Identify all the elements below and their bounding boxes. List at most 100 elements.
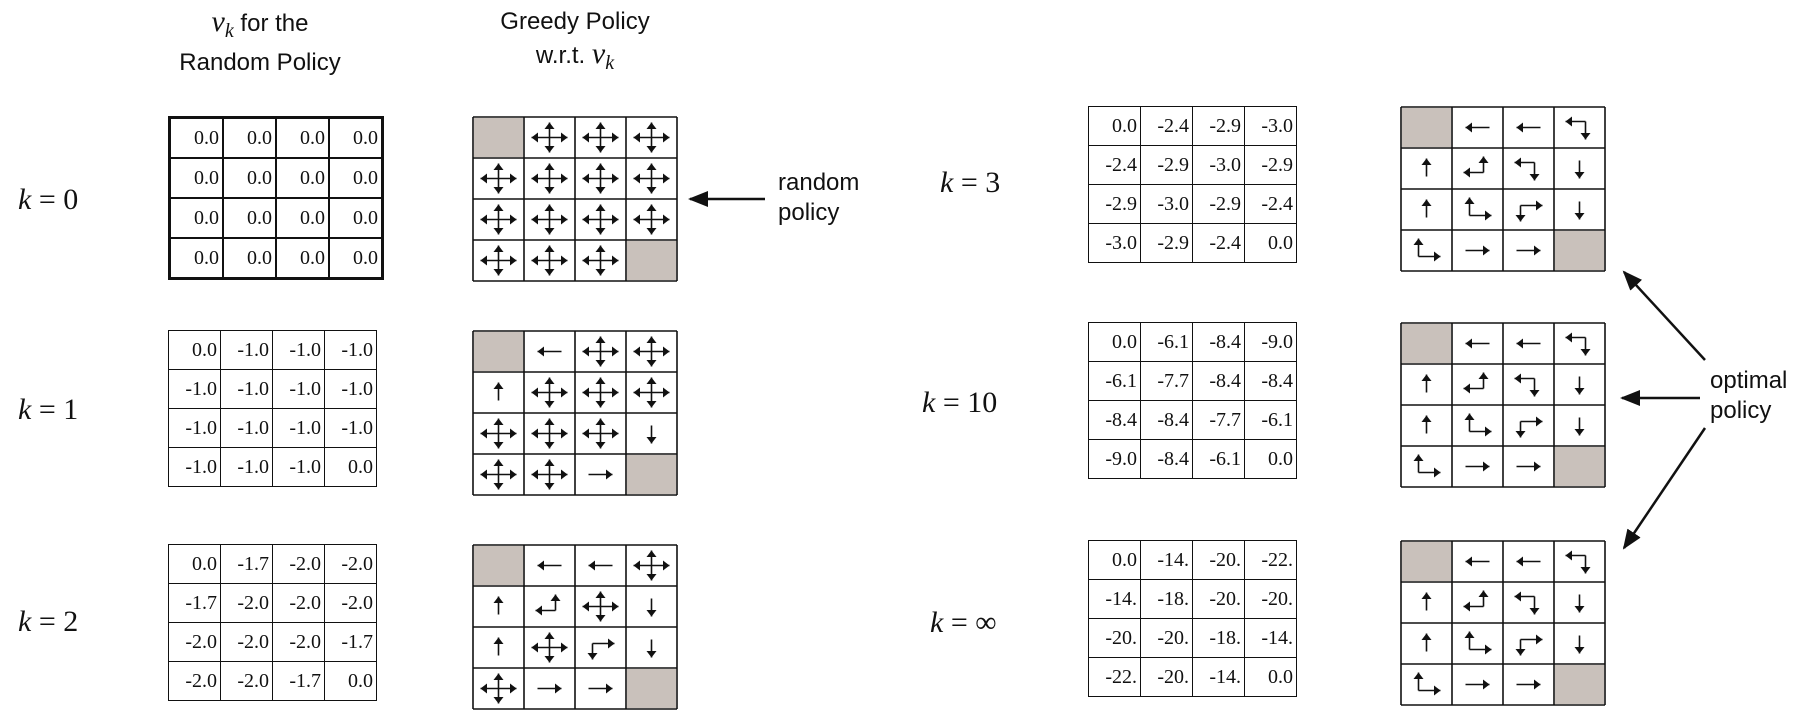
arrowhead (646, 122, 657, 129)
arrowhead (1421, 415, 1432, 422)
arrowhead (646, 204, 657, 211)
optimal-arrow-up (1622, 270, 1706, 361)
arrowhead (493, 697, 504, 704)
policy-cell (531, 163, 568, 194)
value-cell: -14. (1244, 618, 1297, 658)
policy-cell (1464, 413, 1492, 437)
value-cell: -8.4 (1140, 400, 1193, 440)
arrowhead (595, 228, 606, 235)
value-row: 0.0-2.4-2.9-3.0 (1088, 106, 1297, 146)
arrowhead (531, 132, 538, 143)
policy-cell (1421, 415, 1432, 434)
arrowhead (1516, 122, 1523, 133)
vk2-subscript: k (605, 51, 615, 74)
arrowhead (1434, 251, 1441, 262)
arrowhead (595, 442, 606, 449)
arrowhead (493, 163, 504, 170)
header-wrt: w.r.t. (535, 42, 586, 69)
arrowhead (646, 651, 657, 658)
value-row: 0.0-1.7-2.0-2.0 (168, 544, 377, 584)
value-cell: 0.0 (275, 157, 330, 199)
terminal-fill (474, 118, 523, 157)
value-cell: -22. (1088, 657, 1141, 697)
arrowhead (561, 214, 568, 225)
policy-cell (1565, 116, 1591, 140)
arrowhead (646, 437, 657, 444)
value-cell: 0.0 (328, 197, 384, 239)
value-cell: 0.0 (328, 237, 384, 280)
policy-cell (1574, 376, 1585, 395)
arrowhead (1574, 606, 1585, 613)
policy-cell (633, 163, 670, 194)
arrowhead (1574, 647, 1585, 654)
arrowhead (1516, 338, 1523, 349)
policy-cell (1413, 672, 1441, 696)
value-cell: 0.0 (1244, 439, 1297, 479)
value-cell: 0.0 (1244, 223, 1297, 263)
arrowhead (587, 653, 598, 660)
terminal-fill (1402, 324, 1451, 363)
arrowhead (595, 245, 606, 252)
arrowhead (1565, 550, 1572, 561)
terminal-cell (1555, 231, 1604, 270)
arrowhead (550, 594, 561, 601)
policy-cell (1463, 372, 1489, 394)
policy-cell (1465, 461, 1490, 472)
arrowhead (1574, 213, 1585, 220)
terminal-fill (1555, 665, 1604, 704)
terminal-fill (1402, 108, 1451, 147)
arrowhead (1465, 338, 1472, 349)
policy-cell (493, 637, 504, 656)
arrowhead (1421, 633, 1432, 640)
value-row: 0.0-6.1-8.4-9.0 (1088, 322, 1297, 362)
arrowhead (633, 387, 640, 398)
policy-grid-k10 (1400, 322, 1606, 488)
policy-cell (480, 459, 517, 490)
arrowhead (1529, 390, 1540, 397)
policy-cell (582, 204, 619, 235)
value-cell: -2.4 (1140, 106, 1193, 146)
arrowhead (646, 146, 657, 153)
policy-cell (1465, 122, 1490, 133)
arrowhead (1515, 649, 1526, 656)
arrowhead (582, 428, 589, 439)
arrowhead (544, 245, 555, 252)
terminal-fill (474, 546, 523, 585)
terminal-fill (474, 332, 523, 371)
value-cell: -8.4 (1088, 400, 1141, 440)
arrowhead (1413, 672, 1424, 679)
arrowhead (555, 683, 562, 694)
arrowhead (544, 656, 555, 663)
arrowhead (1534, 679, 1541, 690)
value-cell: -8.4 (1192, 361, 1245, 401)
value-cell: -1.7 (220, 544, 273, 584)
value-cell: 0.0 (328, 157, 384, 199)
arrowhead (510, 683, 517, 694)
terminal-cell (1402, 542, 1451, 581)
arrowhead (537, 346, 544, 357)
policy-cell (1514, 157, 1540, 181)
policy-cell (588, 469, 613, 480)
terminal-fill (1402, 542, 1451, 581)
arrowhead (582, 387, 589, 398)
policy-cell (1515, 416, 1543, 438)
arrowhead (1421, 199, 1432, 206)
value-cell: -1.7 (324, 622, 377, 662)
arrowhead (1574, 172, 1585, 179)
value-cell: -1.0 (324, 330, 377, 370)
value-cell: 0.0 (275, 197, 330, 239)
value-cell: -2.0 (168, 622, 221, 662)
arrowhead (633, 560, 640, 571)
arrowhead (582, 255, 589, 266)
policy-cell (537, 346, 562, 357)
policy-cell (480, 418, 517, 449)
value-cell: -2.4 (1244, 184, 1297, 224)
policy-cell (582, 591, 619, 622)
value-row: -14.-18.-20.-20. (1088, 579, 1297, 619)
value-cell: -8.4 (1192, 322, 1245, 362)
arrowhead (510, 255, 517, 266)
arrowhead (1483, 461, 1490, 472)
terminal-fill (627, 241, 676, 280)
